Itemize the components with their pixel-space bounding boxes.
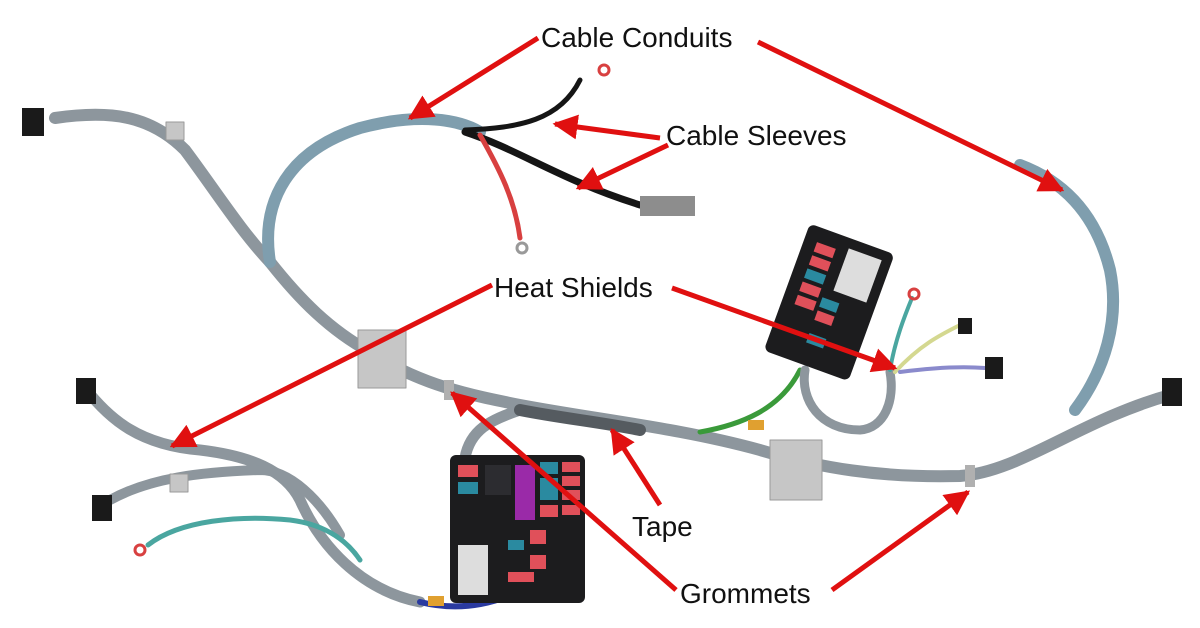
wire-yellow-right	[893, 323, 962, 374]
arrow-grommets-left	[450, 391, 678, 592]
arrow-tape	[609, 427, 663, 507]
connector-grey	[640, 196, 695, 216]
arrow-cable-sleeves-top	[552, 114, 661, 141]
label-grommets: Grommets	[680, 578, 811, 609]
label-cable-conduits: Cable Conduits	[541, 22, 733, 53]
label-tape: Tape	[632, 511, 693, 542]
ring-terminal-right	[907, 287, 921, 301]
label-heat-shields: Heat Shields	[494, 272, 653, 303]
fuse-holder-2	[428, 596, 444, 606]
connector-right-small-2	[958, 318, 972, 334]
arrow-grommets-right	[830, 489, 971, 593]
conduit-right-loop	[1014, 159, 1120, 416]
annotation-arrows	[169, 35, 1065, 593]
heat-shield-bracket-2	[769, 439, 823, 501]
connector-right-small	[985, 357, 1003, 379]
conduit-loop	[262, 113, 486, 268]
conduit-lower-left-2	[105, 465, 345, 540]
small-bracket	[165, 121, 185, 141]
arrow-cable-conduits-right	[756, 39, 1065, 193]
conduit-right-fusebox	[799, 365, 896, 435]
wire-green	[697, 367, 803, 435]
wire-multi-right	[898, 365, 987, 374]
conduit-top-left	[49, 108, 376, 358]
connector-lower-left	[92, 495, 112, 521]
fuse-box-lower	[450, 455, 585, 603]
ring-terminal-mid	[515, 241, 529, 255]
sleeve-black-1	[462, 77, 583, 133]
grommet-1	[444, 380, 454, 400]
grommet-2	[965, 465, 975, 487]
fuse-holder-1	[748, 420, 764, 430]
arrow-heat-shields-left	[169, 282, 494, 449]
wire-teal-lower	[145, 515, 363, 563]
fuse-box-right	[765, 225, 893, 380]
conduit-main-trunk	[364, 346, 1176, 483]
small-bracket-2	[169, 473, 189, 493]
tape-section	[514, 404, 646, 436]
wire-red	[477, 132, 523, 241]
label-cable-sleeves: Cable Sleeves	[666, 120, 847, 151]
arrow-cable-sleeves-bottom	[575, 142, 670, 191]
conduit-lower-left	[79, 382, 426, 608]
connector-left-mid	[76, 378, 96, 404]
connector-right	[1162, 378, 1182, 406]
ring-terminal-top	[597, 63, 611, 77]
connector-top-left	[22, 108, 44, 136]
harness-illustration	[22, 63, 1182, 610]
conduit-to-fusebox	[459, 404, 526, 464]
ring-terminal-lower	[133, 543, 147, 557]
arrow-cable-conduits-left	[407, 35, 540, 121]
arrow-heat-shields-right	[671, 285, 898, 373]
